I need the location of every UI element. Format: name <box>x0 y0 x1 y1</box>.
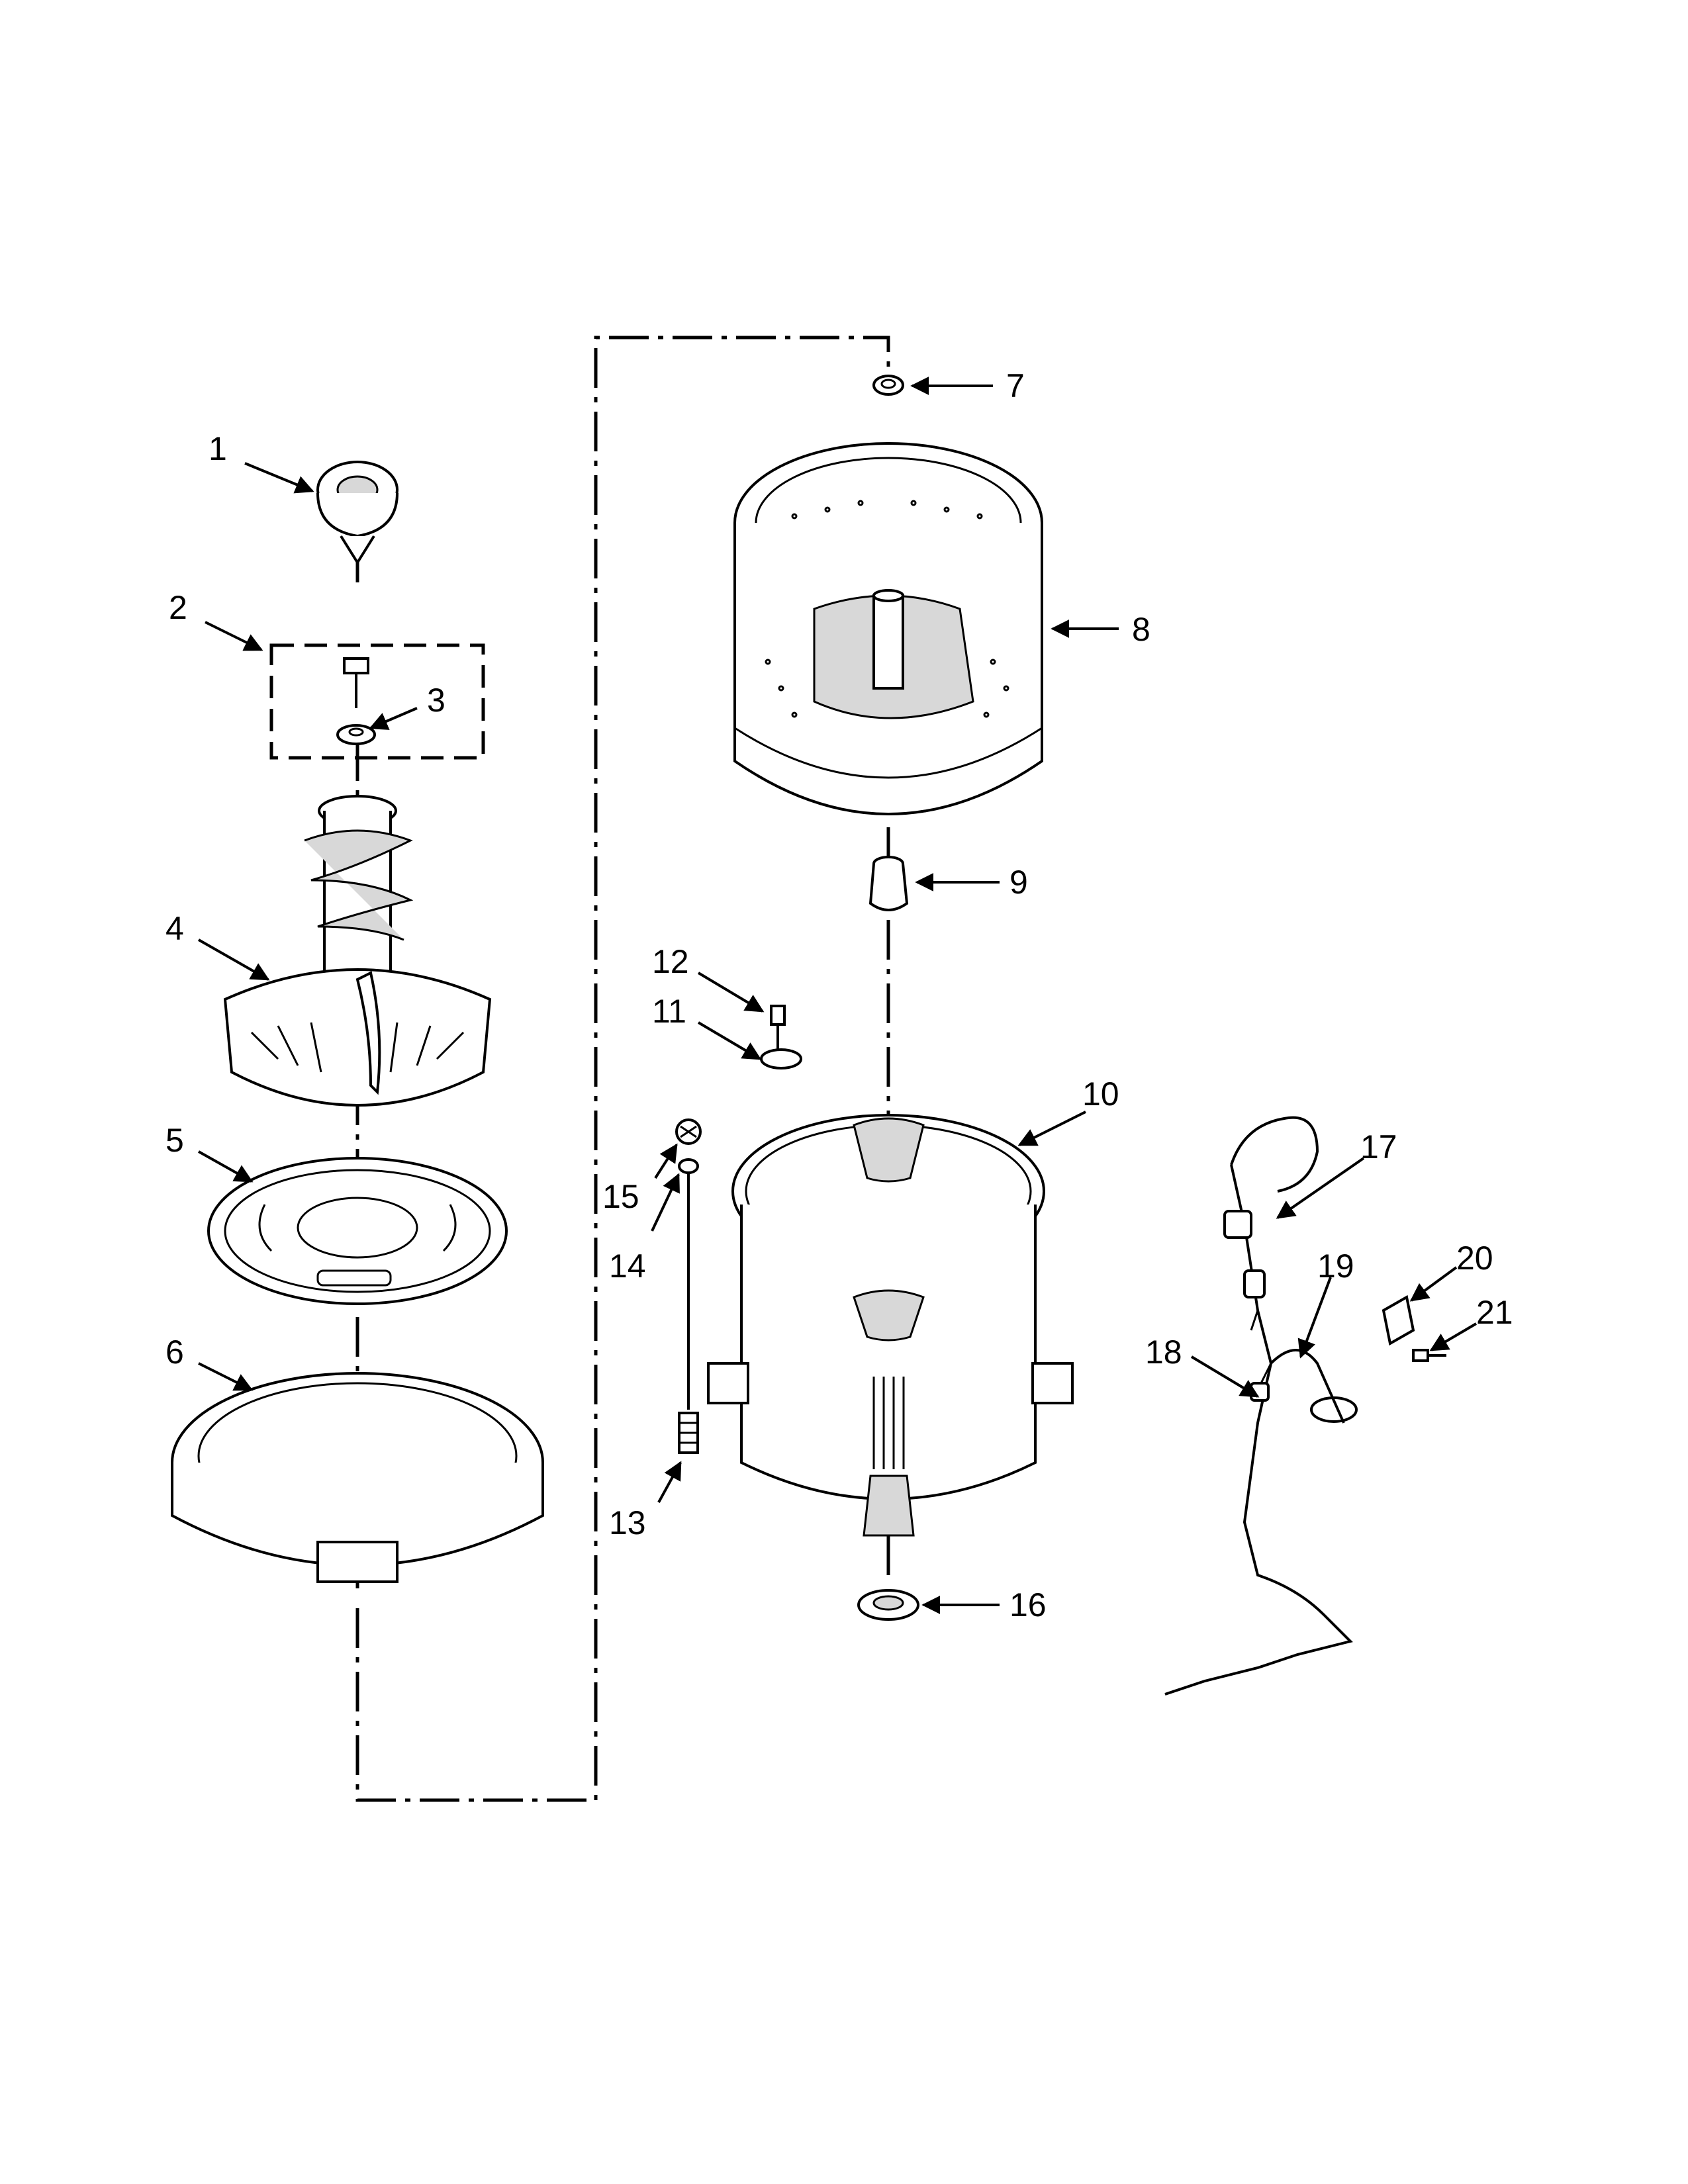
callout-20: 20 <box>1456 1240 1493 1277</box>
callout-11: 11 <box>652 993 686 1030</box>
part-bracket-and-screw <box>760 1005 802 1069</box>
callout-13: 13 <box>609 1504 646 1541</box>
part-balance-ring <box>171 1372 544 1583</box>
part-agitator-cap <box>316 461 399 565</box>
callout-21: 21 <box>1476 1294 1513 1331</box>
callout-16: 16 <box>1009 1586 1047 1623</box>
part-harness-bracket <box>1382 1295 1415 1346</box>
part-wash-basket <box>733 442 1043 815</box>
part-suspension-rod <box>675 1118 702 1454</box>
part-harness-screw <box>1412 1349 1446 1362</box>
callout-6: 6 <box>165 1334 184 1371</box>
callout-9: 9 <box>1009 864 1028 901</box>
callout-5: 5 <box>165 1122 184 1159</box>
callout-12: 12 <box>652 943 689 980</box>
leader-arrows <box>198 377 1477 1614</box>
callout-10: 10 <box>1082 1075 1119 1113</box>
part-tub-seal <box>857 1589 919 1621</box>
part-harness-clip <box>1310 1396 1358 1423</box>
part-agitator <box>223 795 492 1107</box>
part-spanner-nut <box>872 375 904 396</box>
callout-1: 1 <box>209 430 227 467</box>
callout-19: 19 <box>1317 1248 1354 1285</box>
callout-3: 3 <box>427 682 445 719</box>
part-drive-plate <box>207 1157 508 1305</box>
callout-labels: 1 2 3 4 5 6 7 8 9 10 11 12 13 14 15 16 1… <box>165 367 1513 1623</box>
callout-7: 7 <box>1006 367 1025 404</box>
part-hub-coupling <box>868 856 909 911</box>
callout-17: 17 <box>1360 1128 1397 1165</box>
callout-8: 8 <box>1132 611 1150 648</box>
part-outer-tub <box>707 1114 1074 1537</box>
part-wire-harness <box>1164 1116 1353 1696</box>
callout-2: 2 <box>169 589 187 626</box>
callout-14: 14 <box>609 1248 646 1285</box>
part-bolt-kit <box>269 643 485 760</box>
callout-15: 15 <box>602 1178 639 1215</box>
callout-18: 18 <box>1145 1334 1182 1371</box>
callout-4: 4 <box>165 910 184 947</box>
